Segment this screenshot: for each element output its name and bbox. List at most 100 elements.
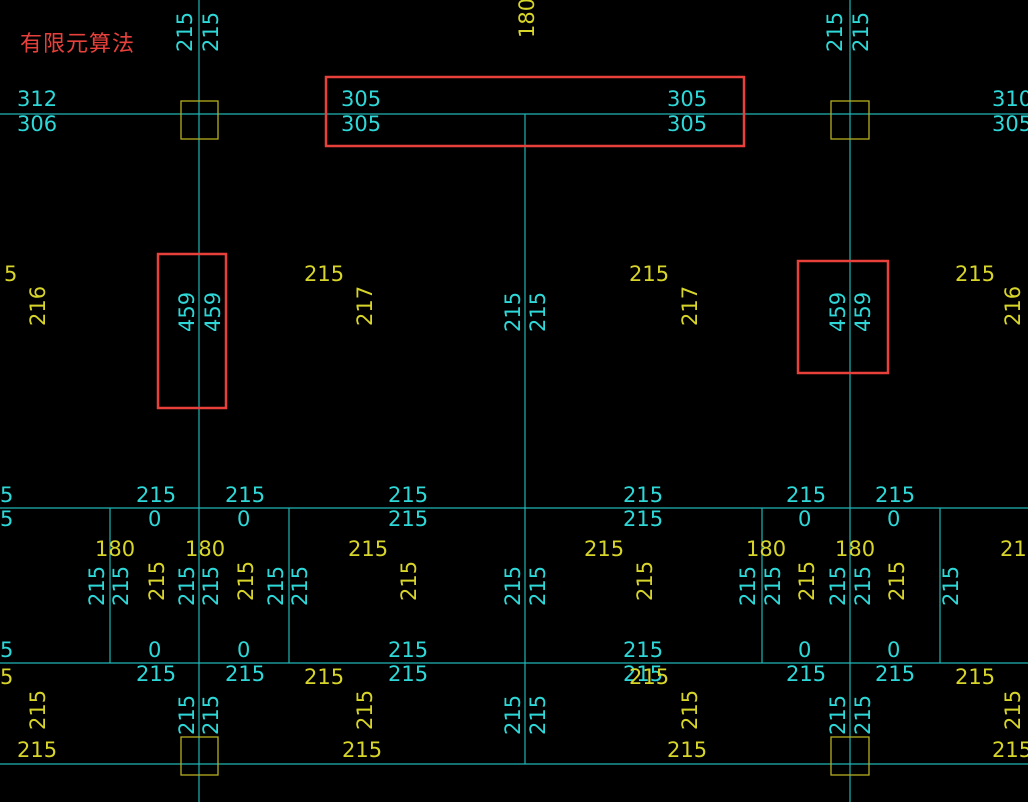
column-label: 215 bbox=[826, 566, 850, 606]
beam-label: 0 bbox=[887, 638, 900, 662]
beam-label: 0 bbox=[237, 638, 250, 662]
column-label: 215 bbox=[526, 292, 550, 332]
beam-label: 305 bbox=[341, 112, 381, 136]
beam-label: 0 bbox=[887, 507, 900, 531]
column-label: 215 bbox=[26, 690, 50, 730]
slab-label: 215 bbox=[304, 262, 344, 286]
column-label: 215 bbox=[851, 566, 875, 606]
column-label: 215 bbox=[353, 690, 377, 730]
column-label: 215 bbox=[633, 561, 657, 601]
column-label: 215 bbox=[199, 12, 223, 52]
column-label: 215 bbox=[173, 12, 197, 52]
column-label: 215 bbox=[397, 561, 421, 601]
column-label: 459 bbox=[826, 292, 850, 332]
highlight-box-col-left bbox=[156, 252, 228, 410]
beam-label: 215 bbox=[786, 483, 826, 507]
column-label: 215 bbox=[761, 566, 785, 606]
beam-label: 215 bbox=[388, 638, 428, 662]
column-label: 215 bbox=[678, 690, 702, 730]
column-label: 215 bbox=[526, 566, 550, 606]
slab-label: 215 bbox=[667, 738, 707, 762]
column-label: 180 bbox=[515, 0, 539, 38]
slab-label: 180 bbox=[185, 537, 225, 561]
column-label: 216 bbox=[26, 286, 50, 326]
column-box-tr bbox=[830, 100, 870, 140]
slab-label: 215 bbox=[955, 665, 995, 689]
beam-label: 215 bbox=[786, 662, 826, 686]
column-label: 215 bbox=[823, 12, 847, 52]
beam-label: 215 bbox=[136, 662, 176, 686]
column-label: 459 bbox=[175, 292, 199, 332]
beam-label: 5 bbox=[0, 638, 13, 662]
beam-label: 215 bbox=[136, 483, 176, 507]
beam-label: 0 bbox=[798, 638, 811, 662]
beam-label: 215 bbox=[623, 483, 663, 507]
column-label: 215 bbox=[501, 292, 525, 332]
column-label: 215 bbox=[826, 695, 850, 735]
beam-label: 0 bbox=[148, 507, 161, 531]
beam-label: 305 bbox=[992, 112, 1028, 136]
column-label: 216 bbox=[1001, 286, 1025, 326]
beam-label: 215 bbox=[388, 662, 428, 686]
column-label: 215 bbox=[849, 12, 873, 52]
column-label: 215 bbox=[145, 561, 169, 601]
slab-label: 180 bbox=[835, 537, 875, 561]
cyan-horizontal-labels: 312 306 305 305 305 305 310 305 5 5 215 … bbox=[0, 87, 1028, 686]
slab-label: 5 bbox=[4, 262, 17, 286]
slab-label: 180 bbox=[746, 537, 786, 561]
slab-label: 5 bbox=[0, 665, 13, 689]
beam-label: 5 bbox=[0, 507, 13, 531]
column-label: 217 bbox=[678, 286, 702, 326]
column-label: 215 bbox=[234, 561, 258, 601]
highlight-box-beam bbox=[324, 75, 746, 148]
column-label: 215 bbox=[199, 566, 223, 606]
beam-label: 305 bbox=[341, 87, 381, 111]
slab-label: 215 bbox=[629, 665, 669, 689]
beam-label: 306 bbox=[17, 112, 57, 136]
beam-label: 310 bbox=[992, 87, 1028, 111]
slab-label: 215 bbox=[304, 665, 344, 689]
beam-label: 305 bbox=[667, 112, 707, 136]
column-label: 215 bbox=[795, 561, 819, 601]
slab-label: 215 bbox=[17, 738, 57, 762]
column-box-bl bbox=[180, 736, 219, 776]
column-label: 215 bbox=[175, 566, 199, 606]
vertical-labels: 215 215 180 215 215 216 459 459 217 215 … bbox=[26, 0, 1025, 735]
column-boxes bbox=[180, 100, 870, 776]
slab-label: 215 bbox=[629, 262, 669, 286]
highlight-box-col-right bbox=[796, 259, 890, 375]
diagram-title: 有限元算法 bbox=[20, 32, 136, 57]
yellow-horizontal-labels: 5 215 215 215 180 180 215 215 180 180 21… bbox=[0, 262, 1028, 762]
beam-label: 215 bbox=[623, 507, 663, 531]
column-label: 215 bbox=[885, 561, 909, 601]
beam-label: 215 bbox=[875, 483, 915, 507]
beam-label: 215 bbox=[388, 507, 428, 531]
column-label: 215 bbox=[1001, 690, 1025, 730]
slab-label: 215 bbox=[584, 537, 624, 561]
beam-label: 0 bbox=[237, 507, 250, 531]
column-label: 215 bbox=[526, 695, 550, 735]
column-label: 217 bbox=[353, 286, 377, 326]
beam-label: 215 bbox=[225, 483, 265, 507]
column-label: 215 bbox=[109, 566, 133, 606]
slab-label: 215 bbox=[348, 537, 388, 561]
column-box-br bbox=[830, 736, 870, 776]
column-label: 459 bbox=[201, 292, 225, 332]
column-label: 215 bbox=[199, 695, 223, 735]
column-label: 459 bbox=[851, 292, 875, 332]
slab-label: 215 bbox=[955, 262, 995, 286]
beam-label: 312 bbox=[17, 87, 57, 111]
slab-label: 215 bbox=[992, 738, 1028, 762]
column-label: 215 bbox=[288, 566, 312, 606]
beam-label: 0 bbox=[798, 507, 811, 531]
highlight-boxes bbox=[156, 75, 890, 410]
column-box-tl bbox=[180, 100, 219, 140]
beam-label: 5 bbox=[0, 483, 13, 507]
beam-label: 305 bbox=[667, 87, 707, 111]
beam-label: 215 bbox=[623, 638, 663, 662]
beam-label: 215 bbox=[875, 662, 915, 686]
column-label: 215 bbox=[264, 566, 288, 606]
beam-label: 215 bbox=[388, 483, 428, 507]
